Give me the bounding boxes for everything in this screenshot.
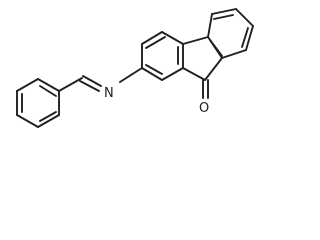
bond-double-inner [241,27,249,48]
imine-bond-double [79,80,100,92]
bond [16,78,39,92]
fluorenone-left-ring [141,31,184,81]
oxygen-label: O [199,101,209,116]
bond-double-inner [213,14,234,20]
bond-double-inner [209,39,223,57]
bond [245,25,254,51]
bond [182,36,209,45]
bond [37,78,60,92]
nitrogen-label: N [104,86,114,101]
bond [16,114,39,128]
bond [37,114,60,128]
bond-double-inner [145,36,166,49]
structure-diagram: O N [16,8,254,128]
bond [211,8,237,15]
bond [161,31,184,45]
bond [119,67,143,83]
bond-double-inner [39,111,57,122]
molecule-svg: O N [16,8,254,128]
bond [58,77,83,92]
bond-double-inner [145,64,163,75]
bond [141,67,163,81]
bond [204,57,223,81]
bond [182,67,206,81]
bond-double-inner [39,85,57,97]
bond [207,13,213,38]
phenyl-ring [16,78,60,128]
fluorenone-right-ring [207,8,254,59]
bond [221,49,247,59]
bond [235,8,254,27]
ketone-group: O [199,79,209,116]
imine-linker: N [58,67,143,101]
bond [141,31,163,45]
bond [161,67,184,81]
imine-bond [82,75,102,87]
